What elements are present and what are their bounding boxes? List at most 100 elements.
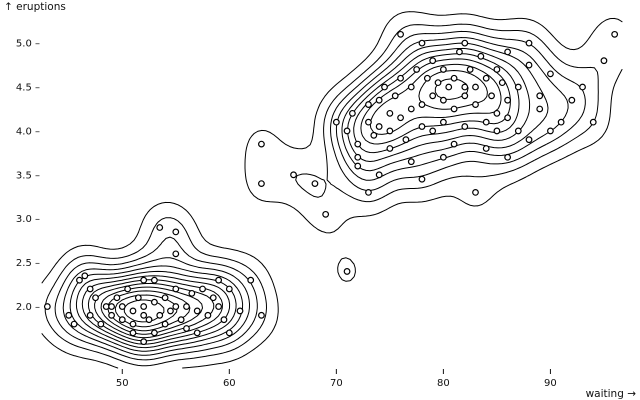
y-tick-label: 4.5 – [16, 83, 40, 94]
scatter-point [536, 105, 544, 113]
scatter-point [498, 79, 506, 87]
scatter-point [161, 294, 169, 302]
points [43, 30, 619, 346]
scatter-point [418, 101, 426, 108]
scatter-point [375, 96, 383, 104]
scatter-point [161, 320, 169, 328]
scatter-point [482, 145, 490, 152]
x-tick-label: 50 [116, 378, 129, 389]
x-tick-label: 90 [544, 378, 557, 389]
scatter-point [86, 285, 94, 293]
density-contour-line [114, 294, 178, 328]
scatter-point [118, 303, 126, 310]
scatter-point [70, 320, 78, 328]
scatter-point [472, 83, 479, 91]
scatter-point [354, 140, 362, 148]
scatter-point [375, 171, 383, 179]
scatter-point [407, 105, 415, 113]
scatter-point [493, 127, 501, 135]
scatter-point [504, 153, 512, 161]
scatter-point [354, 162, 362, 170]
x-tick-label: 70 [330, 378, 343, 389]
scatter-point [493, 109, 501, 117]
scatter-point [466, 66, 474, 73]
density-contour-line [62, 37, 569, 356]
scatter-point [65, 311, 73, 319]
scatter-point [456, 48, 463, 56]
scatter-point [439, 66, 447, 73]
scatter-point [220, 316, 228, 324]
scatter-point [504, 114, 512, 122]
scatter-point [332, 118, 340, 126]
scatter-point [86, 311, 94, 319]
scatter-point [579, 83, 586, 91]
scatter-point [76, 276, 83, 284]
scatter-point [461, 39, 469, 47]
scatter-point [172, 285, 180, 293]
scatter-point [343, 127, 351, 135]
scatter-point [129, 329, 137, 337]
scatter-point [450, 140, 458, 148]
y-tick-label: 2.5 – [16, 258, 40, 269]
scatter-point [557, 118, 565, 126]
scatter-point [188, 289, 196, 297]
scatter-point [589, 118, 597, 126]
scatter-point [199, 285, 206, 293]
scatter-point [236, 307, 244, 315]
y-tick-label: 3.0 – [16, 214, 40, 225]
scatter-point [547, 127, 554, 135]
scatter-point [472, 188, 479, 196]
scatter-point [134, 294, 142, 302]
scatter-point [92, 294, 99, 302]
scatter-point [397, 114, 404, 122]
scatter-point [150, 329, 158, 337]
scatter-point [386, 127, 394, 135]
scatter-point [140, 338, 148, 346]
scatter-point [477, 52, 485, 60]
scatter-point [504, 96, 512, 104]
scatter-point [488, 92, 495, 100]
scatter-point [172, 250, 180, 258]
scatter-point [439, 118, 447, 126]
scatter-point [504, 48, 512, 56]
scatter-point [461, 123, 469, 130]
scatter-point [172, 303, 180, 310]
scatter-point [536, 92, 544, 100]
scatter-point [225, 285, 233, 293]
scatter-point [525, 39, 533, 47]
density-contour-line [54, 30, 586, 361]
density-contour-line [41, 11, 623, 369]
scatter-point [118, 316, 126, 324]
scatter-point [354, 153, 362, 161]
scatter-point [365, 188, 372, 196]
scatter-point [81, 272, 89, 280]
scatter-point [365, 101, 372, 108]
scatter-point [215, 276, 223, 284]
scatter-point [482, 118, 490, 126]
scatter-point [381, 83, 388, 91]
x-tick-label: 60 [223, 378, 236, 389]
scatter-point [407, 83, 415, 91]
scatter-point [311, 180, 319, 188]
density-contour-line [100, 70, 488, 335]
scatter-point [514, 83, 522, 91]
scatter-point [129, 320, 137, 328]
scatter-point [397, 74, 404, 82]
scatter-point [461, 92, 469, 100]
y-tick-label: 2.0 – [16, 302, 40, 313]
y-tick-label: 5.0 – [16, 39, 40, 50]
scatter-point [140, 311, 148, 319]
scatter-point [43, 303, 51, 310]
scatter-point [525, 61, 533, 69]
scatter-point [108, 311, 115, 319]
scatter-point [429, 127, 437, 135]
scatter-point [418, 175, 426, 183]
scatter-point [418, 123, 426, 130]
scatter-point [423, 74, 431, 82]
scatter-point [156, 224, 164, 231]
contours [41, 11, 623, 369]
scatter-point [525, 136, 533, 144]
scatter-point [439, 96, 447, 104]
